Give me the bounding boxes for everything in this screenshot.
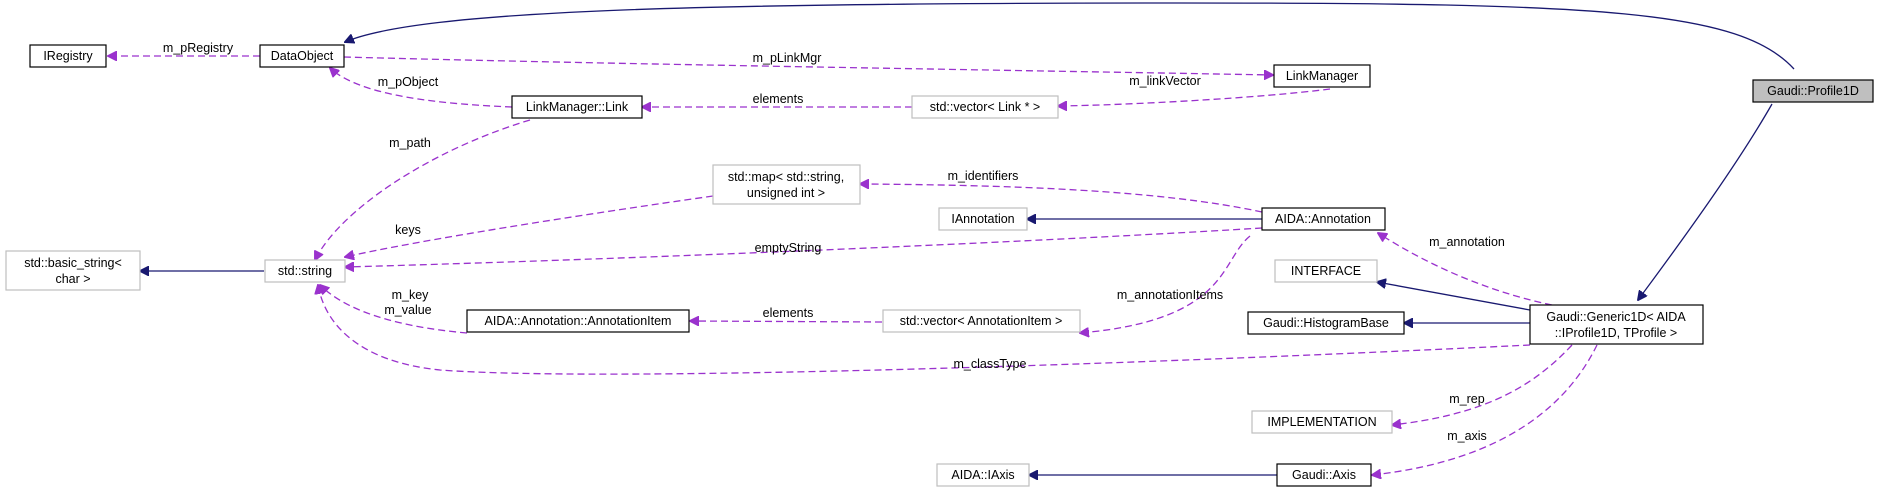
- svg-text:std::basic_string<: std::basic_string<: [24, 256, 122, 270]
- node-basic-string[interactable]: std::basic_string< char >: [5, 250, 141, 291]
- node-implementation[interactable]: IMPLEMENTATION: [1251, 410, 1393, 434]
- edge-annotation-uses-vector-item: [1080, 235, 1251, 333]
- node-histogrambase[interactable]: Gaudi::HistogramBase: [1247, 311, 1405, 335]
- svg-text:IMPLEMENTATION: IMPLEMENTATION: [1267, 415, 1376, 429]
- label-elements-item: elements: [763, 306, 814, 320]
- label-m-rep: m_rep: [1449, 392, 1484, 406]
- edge-annotation-uses-map: [860, 184, 1263, 213]
- label-m-key: m_key: [392, 288, 430, 302]
- label-elements-link: elements: [753, 92, 804, 106]
- label-m-annotation: m_annotation: [1429, 235, 1505, 249]
- edge-generic1d-inherits-interface: [1377, 282, 1531, 311]
- svg-text:Gaudi::HistogramBase: Gaudi::HistogramBase: [1263, 316, 1389, 330]
- svg-text:unsigned int >: unsigned int >: [747, 186, 825, 200]
- edge-vector-item-uses-annotationitem: [690, 321, 883, 322]
- svg-text:LinkManager::Link: LinkManager::Link: [526, 100, 629, 114]
- edge-link-uses-dataobject: [330, 68, 513, 108]
- edge-profile1d-inherits-generic1d: [1638, 103, 1773, 300]
- svg-text:std::vector< Link * >: std::vector< Link * >: [930, 100, 1040, 114]
- node-vector-link[interactable]: std::vector< Link * >: [911, 95, 1059, 119]
- label-m-path: m_path: [389, 136, 431, 150]
- label-m-annotationitems: m_annotationItems: [1117, 288, 1223, 302]
- label-m-identifiers: m_identifiers: [948, 169, 1019, 183]
- svg-text:std::string: std::string: [278, 264, 332, 278]
- edge-generic1d-uses-axis: [1372, 344, 1598, 475]
- svg-text:AIDA::Annotation: AIDA::Annotation: [1275, 212, 1371, 226]
- node-linkmanager-link[interactable]: LinkManager::Link: [511, 95, 643, 119]
- svg-text:char >: char >: [55, 272, 90, 286]
- svg-text:Gaudi::Axis: Gaudi::Axis: [1292, 468, 1356, 482]
- svg-text:IRegistry: IRegistry: [43, 49, 93, 63]
- label-m-pregistry: m_pRegistry: [163, 41, 234, 55]
- label-emptystring: emptyString: [755, 241, 822, 255]
- node-aida-annotation[interactable]: AIDA::Annotation: [1261, 207, 1386, 231]
- edge-link-uses-string: [315, 119, 531, 260]
- svg-text:AIDA::Annotation::AnnotationIt: AIDA::Annotation::AnnotationItem: [485, 314, 672, 328]
- label-m-classtype: m_classType: [954, 357, 1027, 371]
- svg-text:std::map< std::string,: std::map< std::string,: [728, 170, 844, 184]
- node-annotation-item[interactable]: AIDA::Annotation::AnnotationItem: [466, 309, 690, 333]
- node-vector-annotation-item[interactable]: std::vector< AnnotationItem >: [882, 309, 1081, 333]
- label-keys: keys: [395, 223, 421, 237]
- node-interface[interactable]: INTERFACE: [1274, 259, 1378, 283]
- svg-text:Gaudi::Generic1D< AIDA: Gaudi::Generic1D< AIDA: [1546, 310, 1686, 324]
- svg-text:LinkManager: LinkManager: [1286, 69, 1358, 83]
- node-gaudi-axis[interactable]: Gaudi::Axis: [1276, 463, 1372, 487]
- svg-text:::IProfile1D, TProfile >: ::IProfile1D, TProfile >: [1555, 326, 1677, 340]
- node-map-string[interactable]: std::map< std::string, unsigned int >: [712, 164, 861, 205]
- svg-text:std::vector< AnnotationItem >: std::vector< AnnotationItem >: [900, 314, 1063, 328]
- edge-generic1d-uses-string: [318, 285, 1531, 375]
- svg-text:INTERFACE: INTERFACE: [1291, 264, 1361, 278]
- node-dataobject[interactable]: DataObject: [259, 44, 345, 68]
- svg-text:DataObject: DataObject: [271, 49, 334, 63]
- node-std-string[interactable]: std::string: [264, 259, 346, 283]
- edge-profile1d-inherits-dataobject: [345, 2, 1795, 70]
- edge-generic1d-uses-annotation: [1378, 233, 1553, 306]
- edge-annotation-uses-string: [345, 227, 1263, 267]
- edge-linkmanager-uses-vector-link: [1058, 88, 1331, 106]
- node-generic1d[interactable]: Gaudi::Generic1D< AIDA ::IProfile1D, TPr…: [1529, 304, 1704, 345]
- label-m-value: m_value: [384, 303, 431, 317]
- label-m-linkvector: m_linkVector: [1129, 74, 1201, 88]
- node-aida-iaxis[interactable]: AIDA::IAxis: [936, 463, 1030, 487]
- svg-text:AIDA::IAxis: AIDA::IAxis: [951, 468, 1014, 482]
- svg-text:IAnnotation: IAnnotation: [951, 212, 1014, 226]
- node-iregistry[interactable]: IRegistry: [29, 44, 107, 68]
- label-m-axis: m_axis: [1447, 429, 1487, 443]
- label-m-pobject: m_pObject: [378, 75, 439, 89]
- node-gaudi-profile1d[interactable]: Gaudi::Profile1D: [1752, 79, 1874, 103]
- node-linkmanager[interactable]: LinkManager: [1273, 64, 1371, 88]
- node-iannotation[interactable]: IAnnotation: [938, 207, 1028, 231]
- svg-text:Gaudi::Profile1D: Gaudi::Profile1D: [1767, 84, 1859, 98]
- edge-generic1d-uses-implementation: [1392, 344, 1573, 425]
- label-m-plinkmgr: m_pLinkMgr: [753, 51, 822, 65]
